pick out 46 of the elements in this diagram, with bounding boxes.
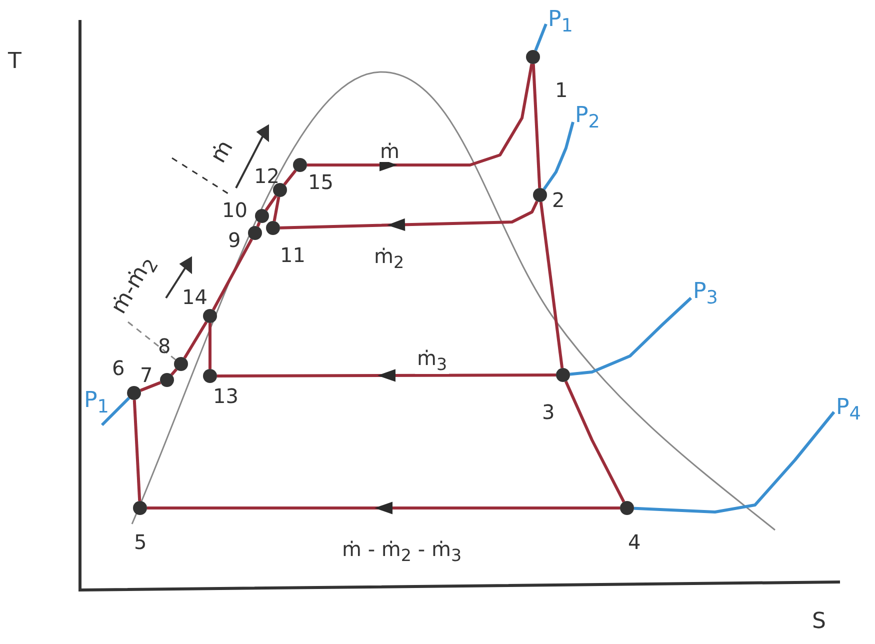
pressure-label: P$_{1}$ bbox=[84, 389, 109, 418]
process-line bbox=[564, 380, 626, 502]
process-line bbox=[272, 196, 280, 222]
state-number: 7 bbox=[140, 365, 153, 385]
axis-label: S bbox=[812, 610, 826, 634]
pressure-label: P$_{1}$ bbox=[548, 8, 573, 37]
process-line bbox=[140, 381, 162, 392]
state-number: 6 bbox=[112, 358, 125, 378]
state-number: 13 bbox=[213, 386, 238, 406]
process-line bbox=[539, 202, 564, 368]
process-line bbox=[170, 368, 178, 376]
state-number: 9 bbox=[228, 230, 241, 250]
process-line bbox=[208, 323, 212, 369]
edge-label: ṁ$_{3}$ bbox=[415, 347, 450, 374]
isobar-line bbox=[100, 396, 130, 426]
state-number: 15 bbox=[308, 172, 334, 192]
pressure-label: P$_{2}$ bbox=[575, 104, 600, 133]
process-line bbox=[132, 400, 142, 502]
isobar-line bbox=[534, 23, 548, 52]
arrow bbox=[307, 64, 534, 172]
state-number: 12 bbox=[254, 166, 280, 186]
isobar-line bbox=[542, 122, 574, 190]
flow-label: ṁ bbox=[206, 136, 239, 168]
state-number: 1 bbox=[555, 80, 568, 100]
state-number: 8 bbox=[158, 336, 171, 356]
dashed-line bbox=[128, 321, 176, 360]
process-line bbox=[283, 170, 297, 186]
arrow bbox=[147, 502, 620, 514]
state-number: 2 bbox=[552, 190, 565, 210]
state-number: 14 bbox=[182, 287, 208, 307]
state-number: 10 bbox=[222, 200, 248, 220]
pressure-label: P$_{3}$ bbox=[693, 280, 718, 309]
state-number: 11 bbox=[280, 245, 306, 265]
process-line bbox=[212, 238, 253, 311]
process-line bbox=[532, 64, 542, 188]
process-line bbox=[183, 321, 208, 359]
arrow bbox=[217, 369, 556, 382]
isobar-line bbox=[634, 411, 836, 514]
pressure-label: P$_{4}$ bbox=[836, 396, 861, 425]
axis-label: T bbox=[8, 50, 22, 74]
state-number: 3 bbox=[542, 402, 555, 422]
state-number: 4 bbox=[628, 532, 641, 552]
arrow bbox=[280, 200, 538, 231]
process-line bbox=[264, 194, 278, 212]
isobar-line bbox=[570, 296, 692, 376]
state-number: 5 bbox=[134, 532, 147, 552]
